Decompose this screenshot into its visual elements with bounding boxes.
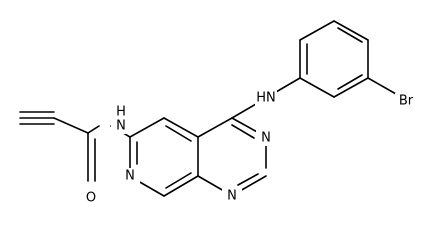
bond	[299, 20, 335, 41]
bond	[163, 175, 199, 197]
bond-inner	[165, 172, 192, 189]
bond	[197, 175, 225, 192]
pyridopyrimidine-core	[129, 117, 267, 197]
atom-nh-amine: H​N	[256, 91, 276, 106]
bromophenyl-ring	[299, 20, 397, 98]
atom-n-pyridine: N	[125, 169, 135, 184]
atom-n-pyrimidine-1: N	[261, 131, 271, 146]
atom-br: Br	[399, 94, 414, 109]
atom-labels: H​N Br N N N N H O	[81, 90, 417, 206]
bond-c-br	[367, 77, 397, 95]
bond	[333, 20, 369, 41]
bond-nh-core	[231, 103, 257, 119]
atom-o: O	[86, 191, 96, 206]
bond-inner	[337, 74, 363, 90]
bond	[163, 117, 199, 138]
bond-inner	[237, 173, 259, 186]
bond	[129, 117, 165, 138]
bond-co-alkyne	[53, 117, 89, 134]
atom-n-amide-h: H	[116, 105, 126, 120]
bond	[299, 77, 335, 98]
bond	[239, 175, 267, 192]
atom-n-amide: N	[116, 119, 126, 134]
bond-ring-nh	[275, 77, 301, 93]
bond-inner	[231, 124, 255, 139]
bond-nh-co	[87, 125, 100, 134]
bond	[197, 117, 233, 138]
bond-inner	[337, 27, 363, 43]
bond-inner	[165, 125, 192, 142]
bond	[333, 77, 369, 98]
atom-n-pyrimidine-2: N	[227, 189, 237, 204]
bond	[231, 117, 260, 134]
bond	[137, 180, 165, 197]
